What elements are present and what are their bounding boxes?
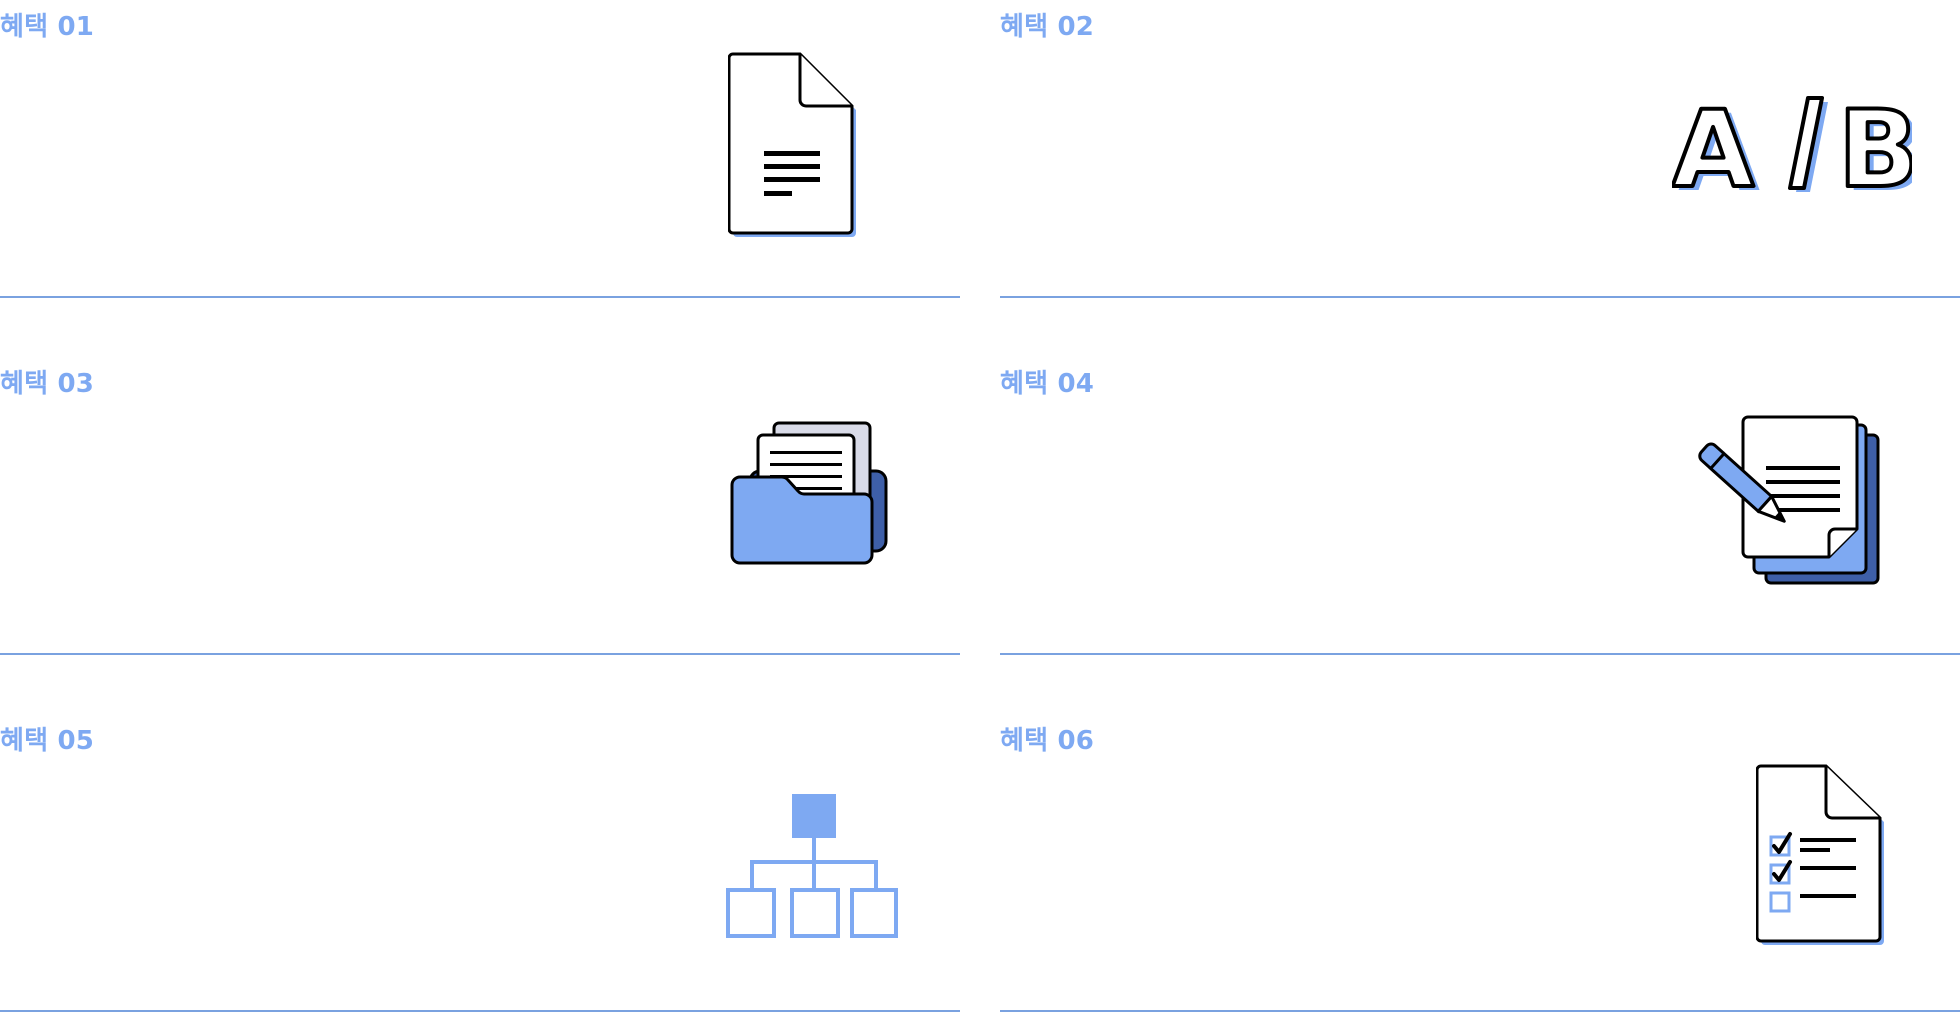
document-icon	[728, 52, 856, 237]
svg-text:A: A	[1672, 92, 1754, 198]
hierarchy-sitemap-icon	[726, 794, 898, 938]
benefit-card-05: 혜택 05	[0, 714, 960, 1012]
svg-text:B: B	[1844, 92, 1912, 198]
benefit-card-03: 혜택 03	[0, 357, 960, 655]
benefit-card-04: 혜택 04	[1000, 357, 1960, 655]
benefit-card-06: 혜택 06	[1000, 714, 1960, 1012]
benefit-card-02: 혜택 02 A B A B	[1000, 0, 1960, 298]
benefit-label: 혜택 01	[0, 12, 95, 42]
benefit-label: 혜택 06	[1000, 726, 1095, 756]
checklist-document-icon	[1756, 764, 1884, 945]
folder-documents-icon	[730, 421, 888, 565]
ab-test-icon: A B A B	[1672, 92, 1912, 198]
benefit-label: 혜택 05	[0, 726, 95, 756]
svg-text:A: A	[1678, 92, 1760, 198]
benefit-card-01: 혜택 01	[0, 0, 960, 298]
benefit-label: 혜택 03	[0, 369, 95, 399]
svg-text:B: B	[1838, 92, 1912, 198]
benefit-label: 혜택 02	[1000, 12, 1095, 42]
pencil-document-stack-icon	[1698, 415, 1880, 585]
benefit-label: 혜택 04	[1000, 369, 1095, 399]
